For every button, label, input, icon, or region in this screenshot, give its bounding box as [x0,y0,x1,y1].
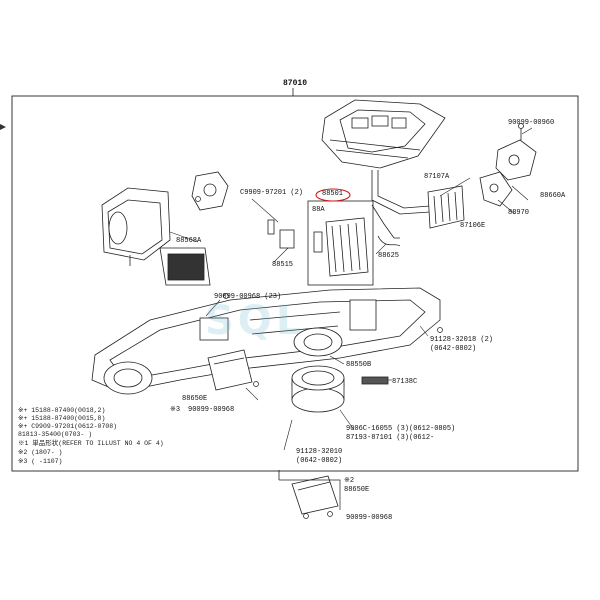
label-resistor: 87138C [392,378,418,386]
footnote-7: ※3 ( -1107) [18,458,63,465]
label-sensor-small: 88515 [272,261,294,269]
label-assembly: 87010 [283,79,308,88]
footnote-3: ※+ C9909-97201(0612-0708) [18,423,118,430]
evaporator-frame [307,200,374,286]
label-case-note2: 87193-87101 (3)(0612- [346,434,435,442]
label-actuator-right: 88660A [540,192,566,200]
leader-lines [169,127,533,451]
label-thermistor: 88A [312,206,325,214]
footnote-1: ※+ 15188-87400(0018,2) [18,407,106,414]
evaporator-core [313,217,369,277]
lower-amplifier [291,475,339,515]
label-screw-right: 91128-32018 (2) [430,336,494,344]
footnote-2: ※+ 15188-87400(0015,8) [18,415,106,422]
heater-core [427,185,465,229]
cabin-filter [159,247,211,286]
upper-duct-housing [321,99,446,169]
main-case [91,287,441,395]
lower-amp-bracket [279,479,341,510]
blower-resistor [361,376,389,385]
clip-left [267,219,275,235]
label-clip-left: C9909-97201 (2) [240,189,304,197]
servo-motor [191,171,229,211]
evaporator-highlight [315,188,351,202]
label-lower-amp: 88650E [344,486,370,494]
footnote-5: ※1 単品形状(REFER TO ILLUST NO 4 OF 4) [18,440,164,447]
heater-pipes [371,170,431,239]
label-heater-core: 87107A [424,173,450,181]
right-actuator [479,123,537,207]
footnote-4: 81813-35400(0703- ) [18,431,93,438]
label-case-note: 9006C-16055 (3)(0612-0805) [346,425,456,433]
label-blower: 88550B [346,361,372,369]
label-hose-heater: 87106E [460,222,486,230]
label-amp-screw: 90099-00968 [188,406,235,414]
label-evaporator: 88501 [322,190,344,198]
left-heater-unit [101,187,171,266]
label-lower-screw: 90099-00968 [346,514,393,522]
amplifier [207,349,253,391]
assembly-frame [11,95,579,472]
label-lower-amp-note: ※2 [344,477,355,485]
pipe-88625 [377,235,401,247]
label-blower-screw: 91128-32010 [296,448,343,456]
screw-icons [195,196,443,519]
label-bolt-top-right: 90099-00960 [508,119,555,127]
watermark: SQL [205,298,306,344]
label-amplifier: 88650E [182,395,208,403]
label-filter: 88568A [176,237,202,245]
footnote-6: ※2 (1807- ) [18,449,63,456]
label-bracket-right: 88970 [508,209,530,217]
blower-motor [291,327,345,413]
label-screw-right-sub: (0642-0802) [430,345,477,353]
sensor-88515 [279,229,295,249]
label-screw-bracket: 90099-00968 (23) [214,293,282,301]
side-arrow-icon [0,124,6,130]
label-blower-screw-sub: (0642-0802) [296,457,343,465]
label-amp-screw-note: ※3 [170,406,181,414]
label-pipe: 88625 [378,252,400,260]
